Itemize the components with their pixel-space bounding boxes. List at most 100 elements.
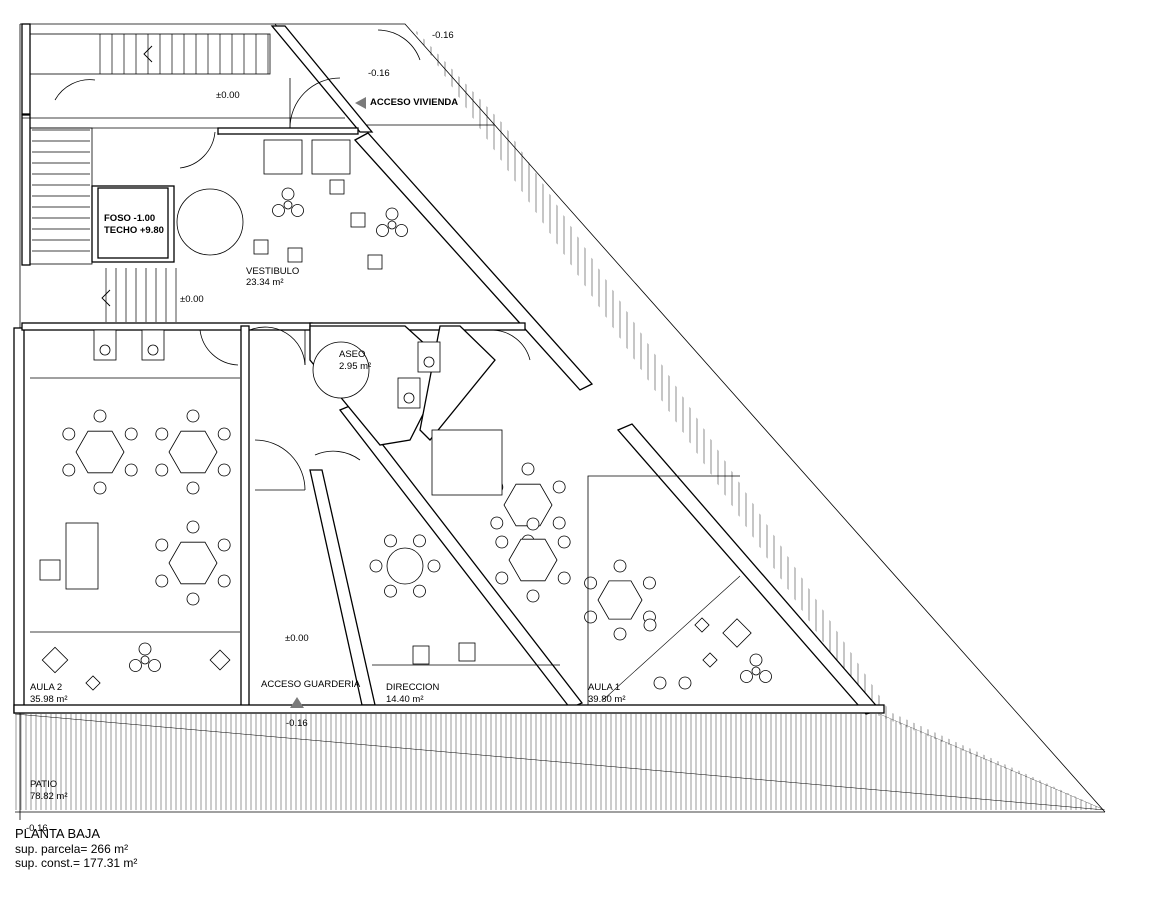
hatch-line [15, 714, 1105, 810]
furniture-block [65, 522, 99, 590]
furniture-block [412, 645, 430, 665]
chair [584, 576, 597, 590]
round-table [312, 341, 370, 399]
door-swings [54, 29, 531, 491]
chair [93, 481, 107, 495]
play-piece [749, 653, 763, 667]
round-table [386, 547, 424, 585]
stairs-mid [101, 268, 177, 322]
level-bottom-left: -0.16 [26, 823, 48, 834]
label-acceso-vivienda: ACCESO VIVIENDA [370, 97, 458, 108]
stairs-left [29, 127, 93, 265]
stairs-top [29, 33, 271, 75]
level-entry-guarderia: -0.16 [286, 718, 308, 729]
area-vestibulo: 23.34 m² [246, 277, 284, 288]
table [508, 538, 558, 582]
site-boundary [15, 23, 1106, 820]
play-piece [395, 224, 408, 237]
furniture-block [39, 559, 61, 581]
label-patio: PATIO [30, 779, 57, 790]
patio-hatching [15, 714, 1105, 810]
chair [413, 534, 426, 548]
level-top-right-b: -0.16 [368, 68, 390, 79]
play-piece [138, 642, 152, 656]
furniture-block [350, 212, 366, 228]
chair [384, 584, 397, 598]
stair-arrow [143, 45, 153, 63]
furniture-block [263, 139, 303, 175]
play-block [722, 618, 752, 648]
chair [62, 427, 76, 441]
chair [217, 427, 231, 441]
chair [643, 618, 657, 632]
table [75, 430, 125, 474]
furniture-block [253, 239, 269, 255]
play-piece [148, 659, 161, 672]
chair [678, 676, 692, 690]
area-aula-2: 35.98 m² [30, 694, 68, 705]
play-piece [751, 666, 761, 676]
furniture-block [458, 642, 476, 662]
furniture-block [367, 254, 383, 270]
chair [495, 571, 509, 585]
label-aula-1: AULA 1 [588, 682, 620, 693]
chair [155, 463, 169, 477]
play-piece [387, 220, 397, 230]
play-piece [140, 655, 150, 665]
sup-const: sup. const.= 177.31 m² [15, 856, 138, 870]
chair [217, 538, 231, 552]
level-top-right-a: -0.16 [432, 30, 454, 41]
chair [653, 676, 667, 690]
chair [124, 463, 138, 477]
level-corridor: ±0.00 [285, 633, 309, 644]
furniture [30, 139, 772, 705]
area-patio: 78.82 m² [30, 791, 68, 802]
furniture-block [287, 247, 303, 263]
plan-legend: PLANTA BAJA sup. parcela= 266 m² sup. co… [15, 826, 137, 870]
area-aseo: 2.95 m² [339, 361, 371, 372]
table [168, 541, 218, 585]
access-vivienda-arrow [355, 97, 366, 109]
area-aula-1: 39.80 m² [588, 694, 626, 705]
play-block [41, 646, 69, 674]
chair [613, 559, 627, 573]
table [168, 430, 218, 474]
chair [526, 589, 540, 603]
label-direccion: DIRECCION [386, 682, 439, 693]
sanitary-bowl [423, 356, 435, 368]
play-piece [283, 200, 293, 210]
furniture-block [431, 429, 503, 496]
round-table [176, 188, 244, 256]
label-aseo: ASEO [339, 349, 365, 360]
chair [552, 516, 566, 530]
chair [521, 462, 535, 476]
chair [217, 463, 231, 477]
chair [124, 427, 138, 441]
play-block [85, 675, 101, 691]
chair [384, 534, 397, 548]
building-walls [13, 23, 885, 715]
chair [186, 592, 200, 606]
chair [413, 584, 426, 598]
level-upper-floor: ±0.00 [216, 90, 240, 101]
sanitary-bowl [403, 392, 415, 404]
sanitary-bowl [99, 344, 111, 356]
play-piece [740, 670, 753, 683]
stair-outline [29, 33, 271, 75]
level-mid-floor: ±0.00 [180, 294, 204, 305]
chair [186, 409, 200, 423]
play-block [694, 617, 710, 633]
chair [155, 427, 169, 441]
table [503, 483, 553, 527]
chair [526, 517, 540, 531]
chair [613, 627, 627, 641]
furniture-block [311, 139, 351, 175]
area-direccion: 14.40 m² [386, 694, 424, 705]
table [597, 580, 643, 620]
sup-parcela: sup. parcela= 266 m² [15, 842, 129, 856]
play-piece [272, 204, 285, 217]
chair [155, 574, 169, 588]
play-piece [376, 224, 389, 237]
play-piece [291, 204, 304, 217]
